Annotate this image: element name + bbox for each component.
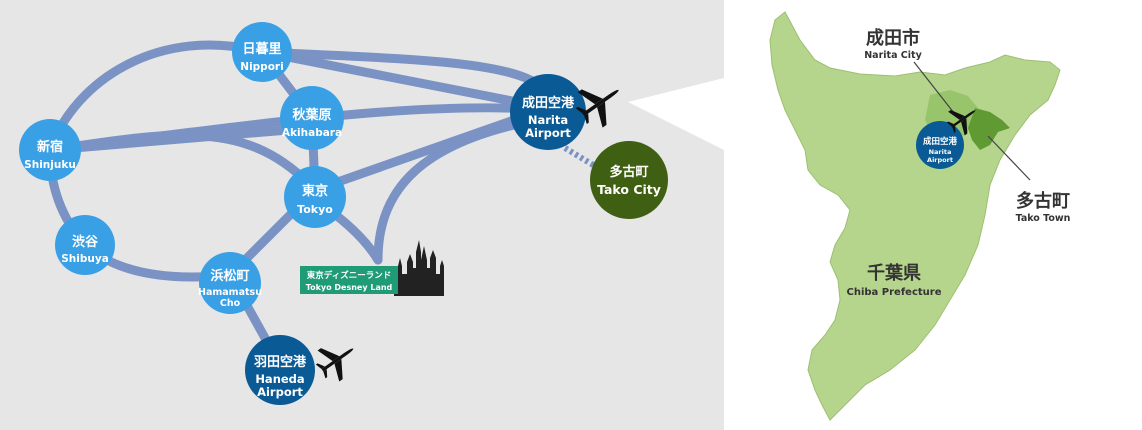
station-name-en: Shinjuku [24,159,76,171]
station-narita-airport[interactable]: 成田空港 Narita Airport [510,74,586,150]
station-circle [55,215,115,275]
line-disney-narita [373,113,553,265]
station-hamamatsucho[interactable]: 浜松町 Hamamatsu Cho [198,252,262,314]
tako-name-ja: 多古町 [609,164,648,180]
tako-circle [590,141,668,219]
airport-name-ja: 羽田空港 [254,354,307,370]
tako-town-en: Tako Town [1016,213,1071,224]
station-name-ja: 東京 [302,183,328,199]
chiba-prefecture-en: Chiba Prefecture [847,287,942,298]
chiba-prefecture-label: 千葉県 Chiba Prefecture [847,263,942,298]
chiba-prefecture-ja: 千葉県 [867,263,921,284]
disney-castle-icon [394,240,444,296]
station-name-ja: 日暮里 [242,41,281,57]
disney-name-en: Tokyo Desney Land [306,283,393,292]
station-nippori[interactable]: 日暮里 Nippori [232,22,292,82]
station-name-ja: 秋葉原 [292,107,331,123]
station-name-ja: 渋谷 [72,234,99,250]
station-name-en: Shibuya [61,253,109,265]
narita-city-label: 成田市 Narita City [864,27,922,61]
narita-city-ja: 成田市 [866,27,920,49]
airport-circle [245,335,315,405]
badge-name-ja: 成田空港 [923,136,958,147]
tako-town-ja: 多古町 [1016,190,1070,212]
airport-badge-circle [916,121,964,169]
airport-name-en-line2: Airport [257,385,303,399]
airport-name-en-line1: Haneda [255,372,304,386]
station-name-en-line1: Hamamatsu [198,287,262,298]
route-map-panel: 日暮里 Nippori 秋葉原 Akihabara 新宿 Shinjuku 東京… [0,0,724,430]
airport-name-en-line1: Narita [528,113,568,127]
station-tokyo[interactable]: 東京 Tokyo [284,166,346,228]
airport-circle [510,74,586,150]
station-circle [284,166,346,228]
callout-wedge [628,78,724,150]
line-nippori-narita-2 [257,47,553,113]
station-name-en: Tokyo [297,203,333,216]
station-name-en: Akihabara [282,127,342,139]
leader-line-narita [913,61,955,114]
airplane-icon [575,89,619,128]
station-haneda-airport[interactable]: 羽田空港 Haneda Airport [245,335,315,405]
airplane-icon [315,348,354,382]
chiba-map-panel: 成田空港 Narita Airport 成田市 Narita City 多古町 … [769,11,1071,421]
badge-name-en-line2: Airport [927,156,953,164]
disney-badge [300,266,398,294]
station-name-ja: 浜松町 [210,268,249,284]
narita-airport-badge[interactable]: 成田空港 Narita Airport [916,121,964,169]
tako-town-label: 多古町 Tako Town [1016,190,1071,224]
station-name-en-line2: Cho [220,298,241,309]
station-shibuya[interactable]: 渋谷 Shibuya [55,215,115,275]
narita-city-en: Narita City [864,50,922,61]
station-circle [19,119,81,181]
station-name-ja: 新宿 [37,139,63,155]
tako-town-area [968,108,1010,150]
station-shinjuku[interactable]: 新宿 Shinjuku [19,119,81,181]
disney-name-ja: 東京ディズニーランド [307,270,391,281]
station-name-en: Nippori [240,61,283,73]
tako-city[interactable]: 多古町 Tako City [590,141,668,219]
station-circle [280,86,344,150]
dashed-narita-tako [563,145,600,171]
station-akihabara[interactable]: 秋葉原 Akihabara [280,86,344,150]
airplane-icon [946,109,976,136]
leader-line-tako [987,135,1031,181]
airport-name-ja: 成田空港 [522,95,575,111]
airport-name-en-line2: Airport [525,126,571,140]
disney-label[interactable]: 東京ディズニーランド Tokyo Desney Land [300,266,398,294]
station-circle [232,22,292,82]
tako-name-en: Tako City [597,182,661,197]
station-circle [199,252,261,314]
badge-name-en-line1: Narita [929,148,952,156]
